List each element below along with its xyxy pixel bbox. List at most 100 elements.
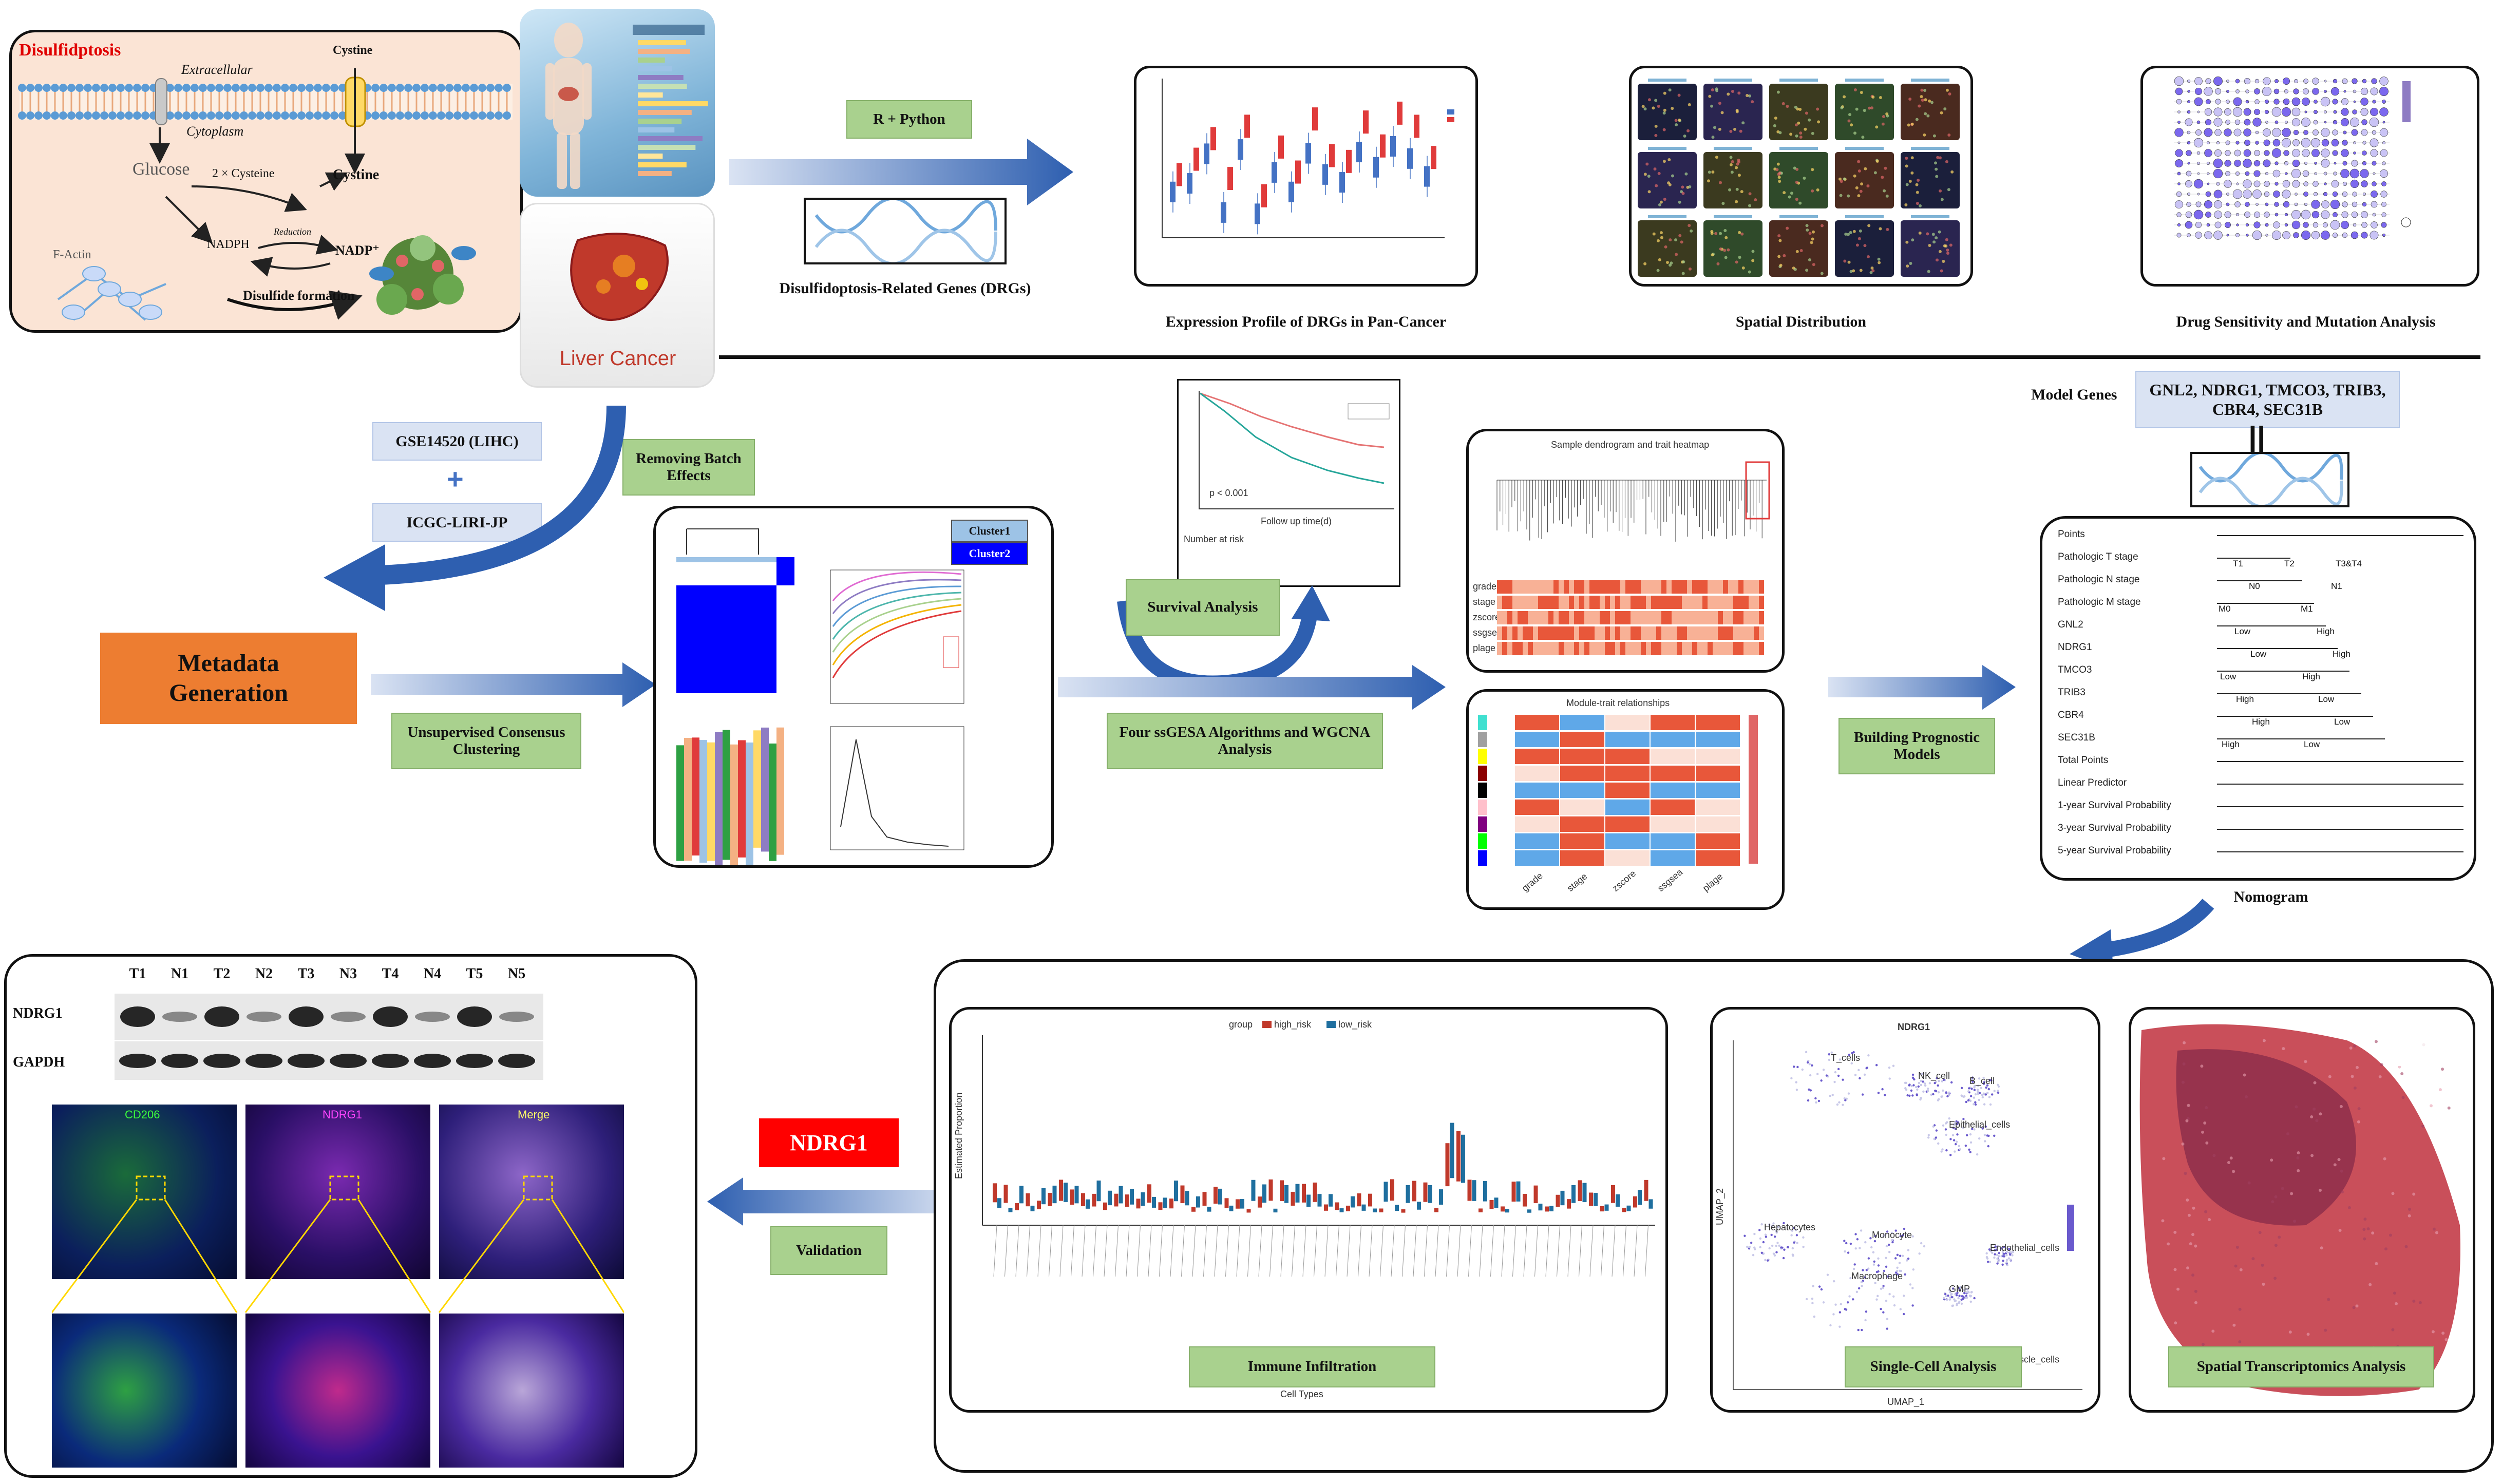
gapdh-band — [245, 1054, 282, 1068]
spatial-dot — [1849, 231, 1852, 234]
atlas-bar — [638, 136, 703, 141]
box-high — [1346, 1205, 1350, 1211]
legend-low-swatch — [1326, 1021, 1336, 1028]
spatial-dot — [1678, 234, 1682, 237]
st-spot — [2368, 1283, 2372, 1286]
trait-cell — [1713, 626, 1718, 640]
st-spot — [2441, 1331, 2445, 1335]
bubble — [2370, 149, 2378, 157]
bubble — [2313, 129, 2319, 136]
tick-label-stub — [1049, 1225, 1052, 1277]
spatial-dot — [1949, 243, 1953, 247]
lipid-head — [338, 84, 347, 92]
umap-point — [1920, 1083, 1923, 1087]
bubble — [2206, 223, 2210, 227]
st-spot — [2227, 1161, 2230, 1165]
st-spot — [2374, 1040, 2378, 1043]
umap-title: NDRG1 — [1898, 1022, 1930, 1032]
bubble — [2236, 223, 2239, 226]
ndrg1-band — [289, 1006, 324, 1027]
spatial-dot — [1797, 121, 1800, 125]
bubble — [2213, 231, 2223, 240]
spatial-dot — [1667, 158, 1671, 161]
gse-box: GSE14520 (LIHC) — [372, 422, 542, 461]
trait-cell — [1584, 596, 1589, 609]
umap-point — [1960, 1302, 1963, 1305]
umap-point — [2009, 1253, 2012, 1256]
umap-point — [1973, 1096, 1976, 1099]
bubble — [2194, 97, 2203, 106]
bubble — [2341, 118, 2349, 126]
lipid-head — [404, 111, 412, 120]
umap-point — [1952, 1127, 1955, 1129]
umap-point — [1973, 1128, 1976, 1131]
umap-point — [1837, 1074, 1840, 1077]
nomogram-row: 1-year Survival Probability — [2058, 800, 2171, 811]
spatial-dot — [1805, 224, 1809, 227]
umap-point — [1828, 1053, 1830, 1056]
removing-batch-box: Removing Batch Effects — [622, 439, 755, 496]
nomogram-row: SEC31B — [2058, 732, 2095, 744]
trait-cell — [1718, 642, 1723, 655]
spatial-dot — [1711, 136, 1715, 139]
tracking-bar — [746, 743, 753, 873]
trait-cell — [1523, 580, 1528, 594]
spatial-dot — [1754, 198, 1757, 202]
trait-cell — [1605, 611, 1610, 624]
st-spot — [2232, 1170, 2235, 1173]
umap-point — [1951, 1134, 1955, 1137]
ndrg1-band — [204, 1006, 239, 1027]
spatial-dot — [1908, 97, 1912, 101]
if-merge-image — [439, 1105, 624, 1279]
box-low — [1108, 1190, 1112, 1206]
lane-label: N5 — [507, 966, 526, 982]
umap-point — [1986, 1257, 1989, 1260]
spatial-dot — [1798, 108, 1802, 111]
bubble — [2353, 223, 2357, 227]
trait-cell — [1672, 626, 1677, 640]
bubble — [2314, 172, 2317, 175]
bubble — [2187, 110, 2191, 114]
umap-point — [1869, 1237, 1872, 1240]
curve-low — [1200, 392, 1385, 448]
module-cell — [1560, 749, 1604, 764]
box-high — [1357, 1193, 1361, 1207]
umap-point — [1811, 1298, 1814, 1300]
bubble — [2362, 79, 2367, 84]
bubble — [2311, 200, 2320, 209]
spatial-dot — [1795, 198, 1798, 201]
umap-point — [1844, 1250, 1846, 1253]
spatial-dot — [1773, 124, 1776, 127]
immune-xlabel: Cell Types — [1280, 1389, 1323, 1399]
metadata-box: Metadata Generation — [100, 633, 357, 724]
st-spot — [2337, 1158, 2341, 1162]
colorbar — [2402, 81, 2411, 122]
module-cell — [1696, 816, 1740, 832]
spatial-dot — [1729, 129, 1733, 133]
st-spot — [2383, 1157, 2386, 1160]
st-spot — [2262, 1039, 2266, 1042]
spatial-dot — [1665, 261, 1669, 264]
bubble — [2311, 149, 2320, 157]
umap-point — [1945, 1133, 1947, 1136]
umap-point — [1987, 1134, 1990, 1137]
bubble — [2379, 169, 2389, 178]
st-spot — [2391, 1192, 2395, 1195]
umap-point — [1862, 1279, 1865, 1282]
umap-point — [1945, 1091, 1947, 1094]
spatial-dot — [1730, 170, 1734, 174]
st-spot — [2395, 1302, 2398, 1305]
spatial-dot — [1857, 194, 1861, 198]
umap-point — [1829, 1324, 1832, 1327]
umap-point — [1764, 1259, 1767, 1261]
lipid-head — [330, 84, 338, 92]
lipid-head — [51, 84, 59, 92]
spatial-dot — [1812, 263, 1815, 267]
nomogram-axis — [2217, 603, 2314, 604]
bubble — [2255, 141, 2259, 145]
umap-point — [1911, 1094, 1914, 1097]
nomogram-row-label: Pathologic M stage — [2058, 597, 2141, 607]
bubble — [2204, 149, 2212, 157]
lipid-head — [495, 84, 503, 92]
